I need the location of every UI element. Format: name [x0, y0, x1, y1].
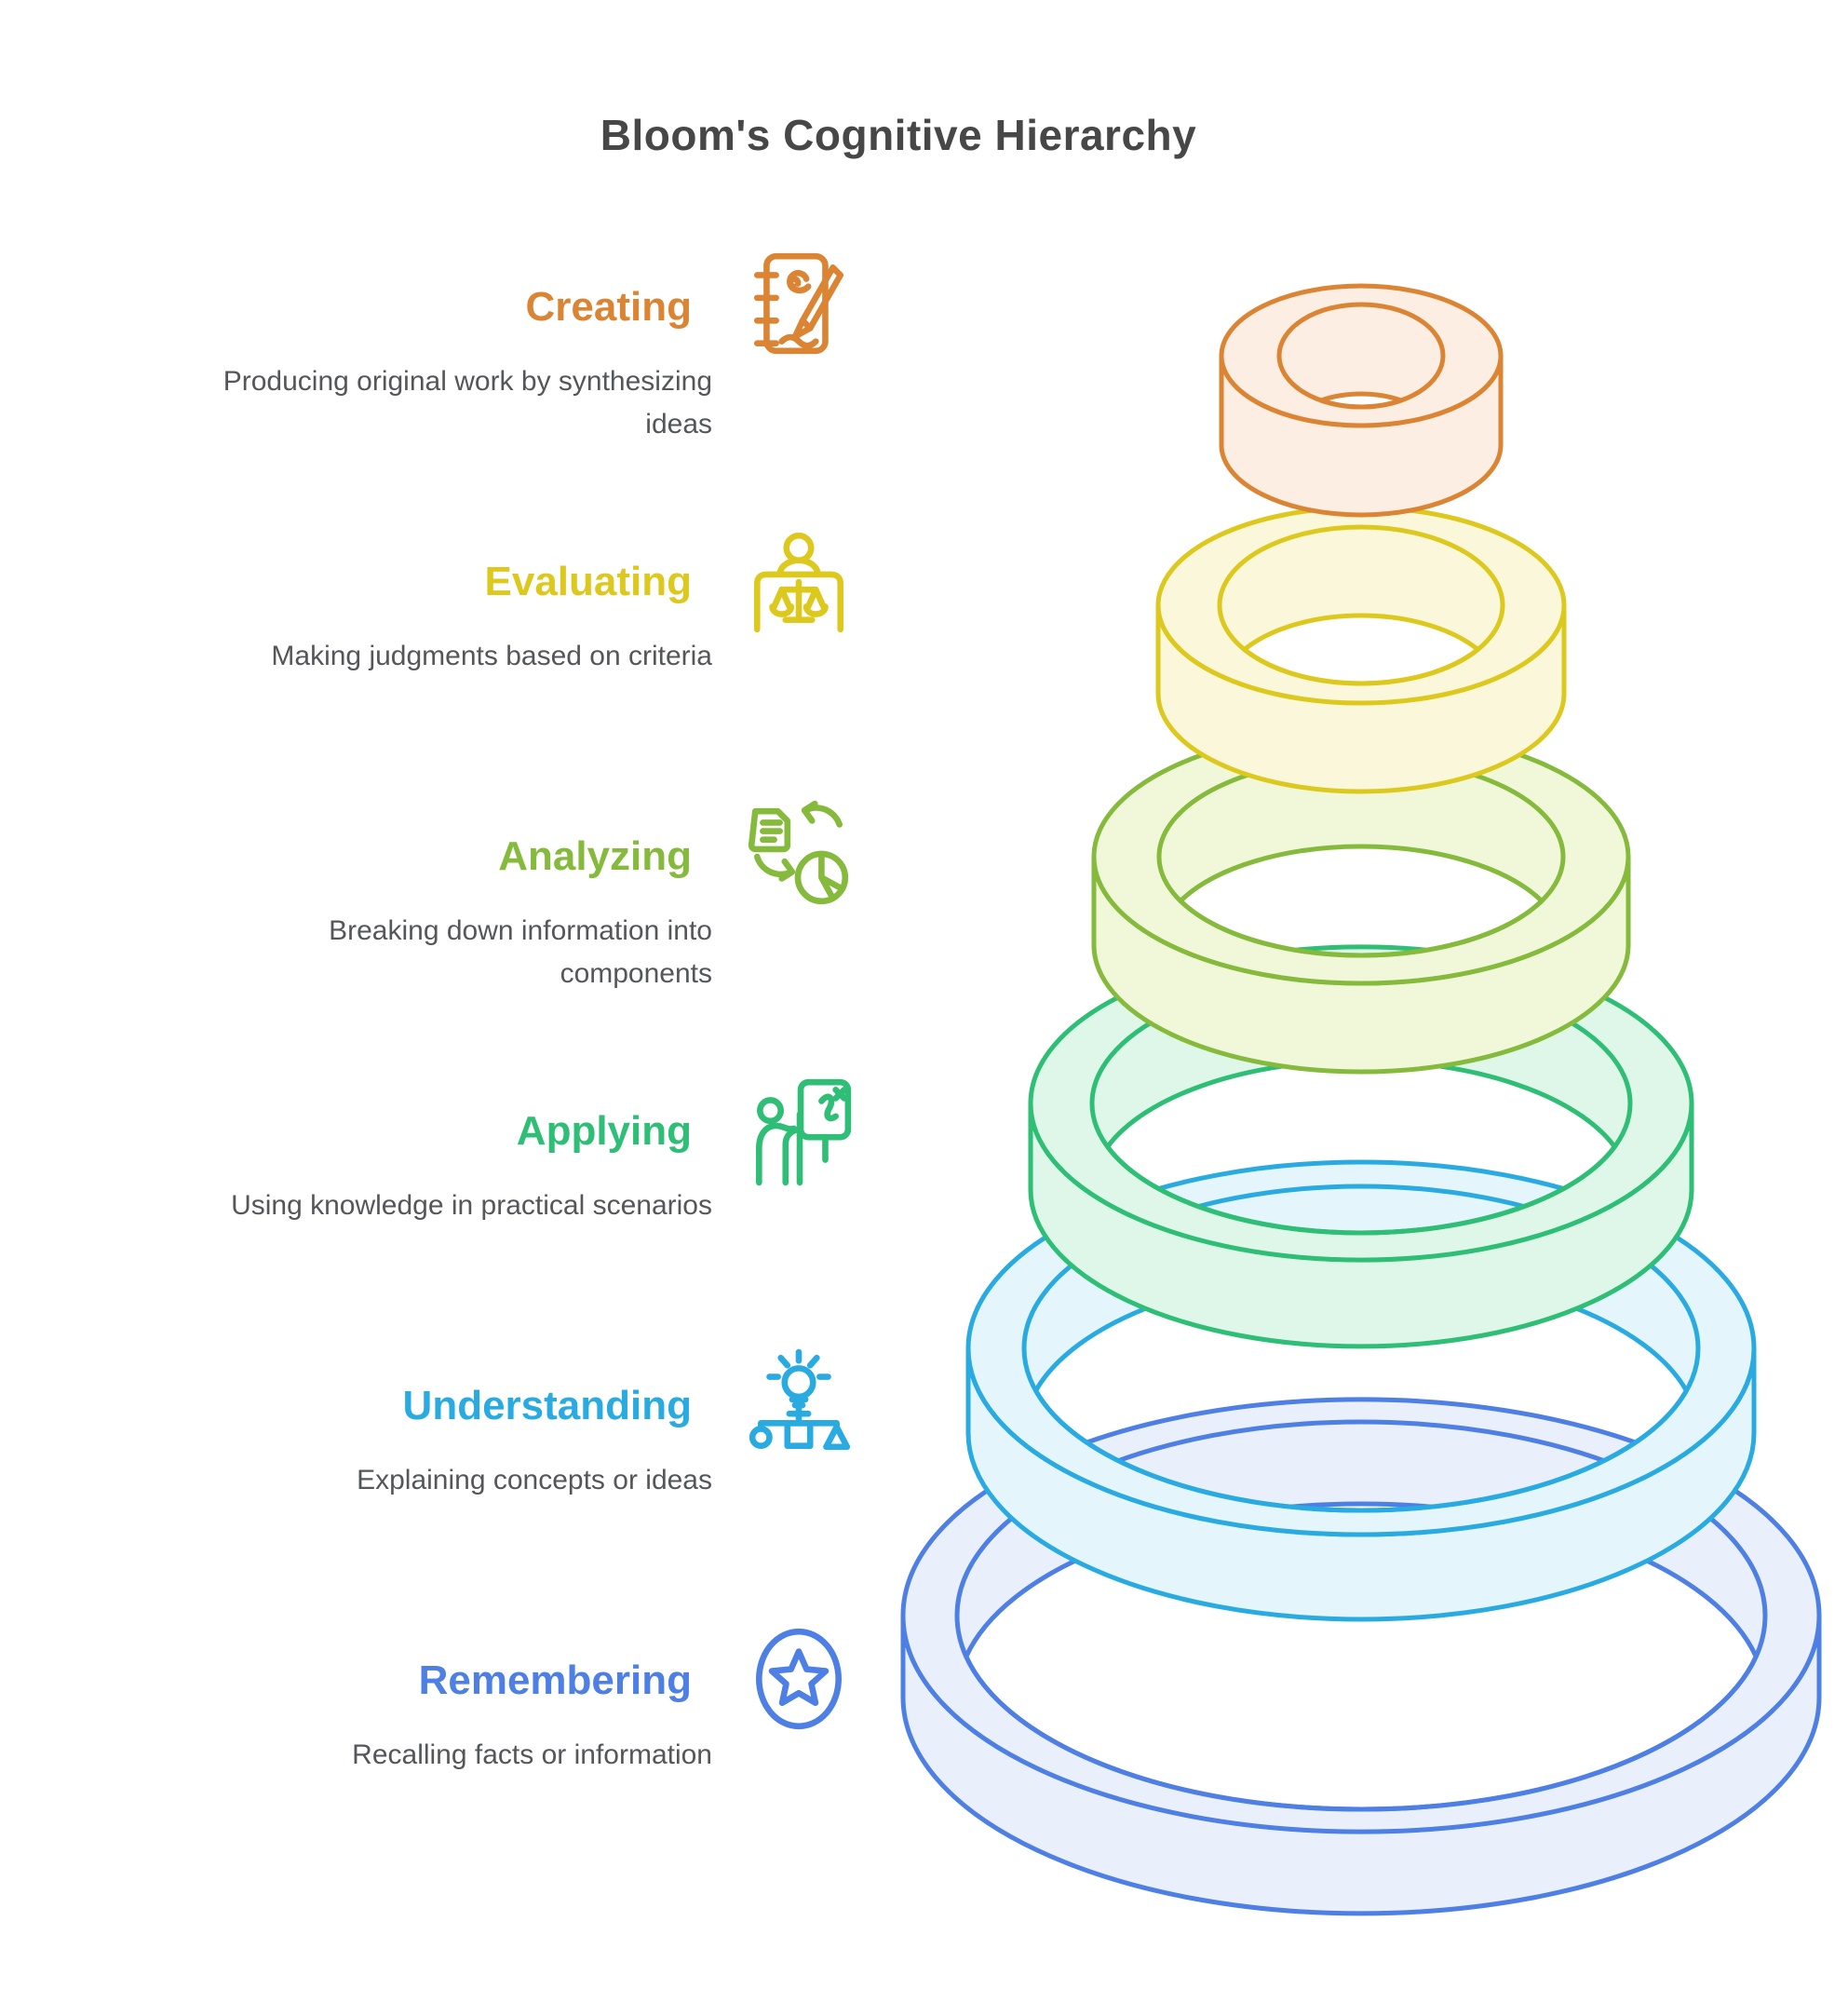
- label-column: Understanding: [61, 1382, 692, 1428]
- icon-column: [692, 800, 884, 913]
- section-creating: Creating Producing original work by synt…: [61, 250, 884, 446]
- label-column: Analyzing: [61, 832, 692, 879]
- section-evaluating: Evaluating Making judgments based on cri…: [61, 525, 884, 678]
- scales-person-icon: [742, 523, 856, 642]
- level-description-remembering: Recalling facts or information: [352, 1739, 712, 1770]
- level-label-evaluating: Evaluating: [484, 558, 693, 604]
- icon-column: [692, 525, 884, 639]
- level-label-remembering: Remembering: [418, 1657, 692, 1703]
- level-label-applying: Applying: [516, 1107, 692, 1154]
- presenter-board-icon: [742, 1073, 856, 1191]
- lightbulb-flow-icon: [742, 1347, 856, 1466]
- icon-column: [692, 1075, 884, 1188]
- level-label-creating: Creating: [525, 283, 692, 330]
- level-label-analyzing: Analyzing: [498, 832, 692, 879]
- doc-arrows-pie-icon: [742, 798, 856, 916]
- section-row: Creating: [61, 250, 884, 364]
- section-analyzing: Analyzing Breaking down information into…: [61, 800, 884, 995]
- star-badge-icon: [742, 1622, 856, 1740]
- section-applying: Applying Using knowledge in practical sc…: [61, 1075, 884, 1227]
- label-column: Remembering: [61, 1657, 692, 1703]
- section-understanding: Understanding Explaining concepts or ide…: [61, 1347, 884, 1502]
- page-title: Bloom's Cognitive Hierarchy: [600, 111, 1197, 159]
- ring-creating: [1219, 283, 1504, 518]
- section-row: Evaluating: [61, 525, 884, 639]
- notebook-pencil-icon: [742, 249, 856, 367]
- label-column: Evaluating: [61, 558, 693, 604]
- level-description-understanding: Explaining concepts or ideas: [357, 1465, 712, 1495]
- section-row: Remembering: [61, 1624, 884, 1738]
- level-description-analyzing: Breaking down information into component…: [329, 915, 712, 989]
- section-row: Understanding: [61, 1347, 884, 1466]
- icon-column: [692, 1347, 884, 1466]
- icon-column: [692, 1624, 884, 1738]
- level-description-evaluating: Making judgments based on criteria: [271, 641, 712, 671]
- section-remembering: Remembering Recalling facts or informati…: [61, 1624, 884, 1777]
- label-column: Creating: [61, 283, 692, 330]
- level-description-creating: Producing original work by synthesizing …: [223, 366, 712, 440]
- icon-column: [692, 250, 884, 364]
- section-row: Applying: [61, 1075, 884, 1188]
- ring-evaluating: [1155, 505, 1567, 794]
- level-label-understanding: Understanding: [402, 1382, 692, 1428]
- label-column: Applying: [61, 1107, 692, 1154]
- level-description-applying: Using knowledge in practical scenarios: [231, 1190, 712, 1221]
- section-row: Analyzing: [61, 800, 884, 913]
